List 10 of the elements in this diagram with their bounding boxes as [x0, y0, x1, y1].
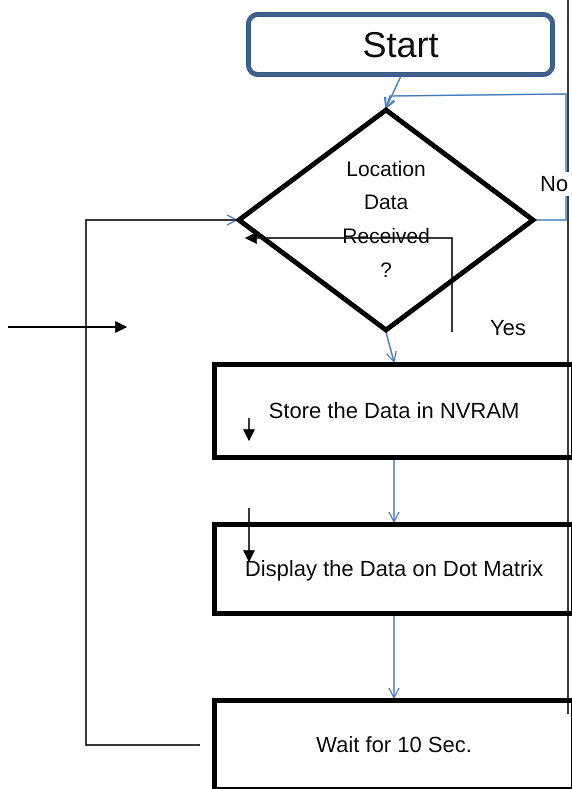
process-box: Store the Data in NVRAM	[212, 362, 572, 460]
process-box: Wait for 10 Sec.	[212, 698, 572, 789]
arrow	[388, 460, 400, 523]
arrow	[85, 214, 238, 746]
arrow	[384, 93, 567, 221]
arrow	[388, 616, 400, 699]
arrow	[385, 76, 402, 109]
process-box: Display the Data on Dot Matrix	[212, 522, 572, 616]
arrow	[385, 332, 397, 363]
start-terminal: Start	[246, 12, 555, 77]
